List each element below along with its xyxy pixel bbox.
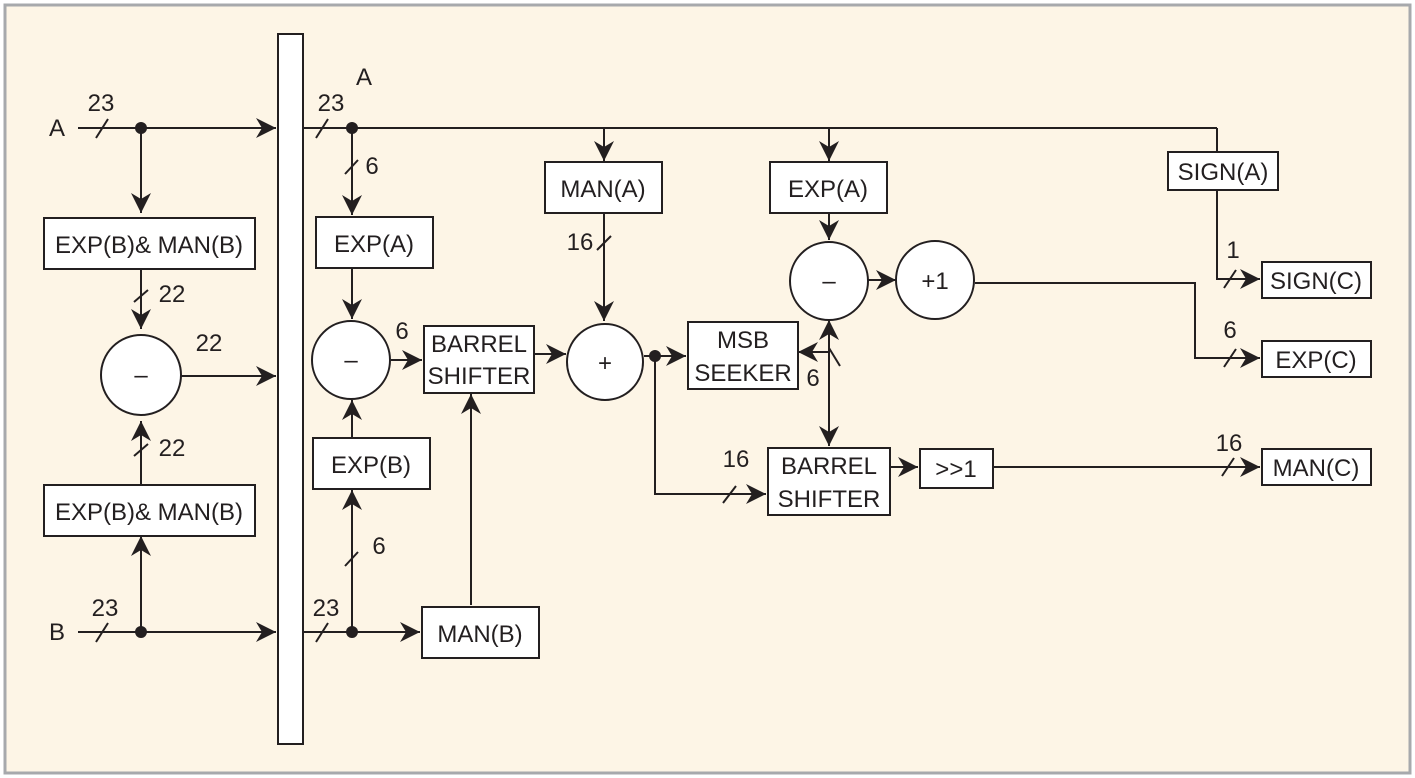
width-sub-left-out: 22 [196, 330, 223, 357]
tick-sub-bottom [133, 443, 149, 457]
barrel-shifter-2-line2: SHIFTER [778, 486, 881, 513]
bus-a-label: A [356, 64, 372, 91]
barrel-shifter-2-block [767, 447, 891, 516]
exp-b-left-block [312, 437, 431, 490]
width-shifter2-in: 16 [723, 446, 750, 473]
exp-c-label: EXP(C) [1275, 347, 1356, 374]
tick-shifter2-in [722, 485, 737, 504]
width-sub-top: 22 [159, 281, 186, 308]
subtractor-right [789, 241, 869, 321]
width-exp-c: 6 [1223, 317, 1236, 344]
man-c-output [1261, 448, 1372, 486]
tick-b-in [95, 622, 109, 643]
tick-sub-top [133, 289, 149, 303]
adder [566, 323, 644, 401]
tick-exp-b-left [344, 551, 359, 567]
input-b-label: B [49, 619, 65, 646]
tick-exp-a-left [344, 159, 359, 175]
exp-man-b-top-block [43, 217, 256, 270]
junction-adder-out [649, 350, 661, 362]
tick-exp-c [1223, 348, 1237, 368]
man-b-label: MAN(B) [437, 621, 522, 648]
wire-sign-a-to-sign-c [1216, 190, 1260, 289]
tick-bus-a [315, 118, 329, 139]
barrel-shifter-1-line1: BARREL [431, 331, 527, 358]
incrementer-symbol: +1 [921, 268, 948, 295]
exp-a-right-block [769, 161, 888, 214]
width-msb-out: 6 [806, 365, 819, 392]
sign-a-block [1167, 151, 1279, 191]
msb-seeker-block [687, 321, 799, 390]
width-bus-b: 23 [313, 595, 340, 622]
subtractor-mid [311, 320, 391, 400]
barrel-shifter-1-line2: SHIFTER [428, 363, 531, 390]
subtractor-left [100, 334, 182, 416]
width-a-in: 23 [88, 90, 115, 117]
junction-bus-b [346, 626, 358, 638]
exp-man-b-bottom-label: EXP(B)& MAN(B) [55, 499, 243, 526]
width-man-c: 16 [1216, 430, 1243, 457]
msb-seeker-line2: SEEKER [694, 360, 791, 387]
sign-c-output [1261, 261, 1372, 299]
shift-right-1-label: >>1 [935, 456, 976, 483]
input-a-label: A [49, 115, 65, 142]
man-a-block [544, 161, 663, 214]
subtractor-mid-symbol: – [344, 347, 358, 374]
junction-a [135, 122, 147, 134]
width-sign-c: 1 [1226, 237, 1239, 264]
barrel-shifter-1-block [423, 325, 535, 394]
width-b-in: 23 [92, 595, 119, 622]
exp-a-left-block [315, 216, 434, 269]
subtractor-left-symbol: – [134, 362, 148, 389]
junctions [135, 122, 661, 638]
wire-inc-to-exp-c [975, 282, 1260, 368]
barrel-shifter-2-line1: BARREL [781, 453, 877, 480]
incrementer [895, 240, 975, 320]
junction-bus-a [346, 122, 358, 134]
sign-a-label: SIGN(A) [1178, 159, 1269, 186]
tick-man-a [596, 235, 612, 251]
tick-man-c [1221, 457, 1235, 477]
wire-msb-link [828, 347, 841, 367]
shift-right-1-block [919, 448, 994, 489]
exp-a-left-label: EXP(A) [334, 231, 414, 258]
sign-c-label: SIGN(C) [1270, 268, 1362, 295]
width-man-a: 16 [567, 229, 594, 256]
width-exp-a-left: 6 [365, 153, 378, 180]
tick-a-in [95, 118, 109, 139]
man-a-label: MAN(A) [560, 176, 645, 203]
junction-b [135, 626, 147, 638]
width-ticks [95, 118, 1237, 643]
width-sub-mid-out: 6 [395, 318, 408, 345]
width-exp-b-left: 6 [372, 533, 385, 560]
width-sub-bottom: 22 [159, 435, 186, 462]
man-c-label: MAN(C) [1273, 455, 1360, 482]
tick-sign-c [1223, 269, 1237, 289]
swap-bus [277, 33, 304, 745]
width-bus-a: 23 [318, 90, 345, 117]
man-b-block [421, 606, 540, 659]
exp-a-right-label: EXP(A) [788, 176, 868, 203]
subtractor-right-symbol: – [822, 268, 836, 295]
msb-seeker-line1: MSB [717, 327, 769, 354]
exp-man-b-bottom-block [43, 484, 256, 537]
tick-bus-b [315, 622, 329, 643]
exp-man-b-top-label: EXP(B)& MAN(B) [55, 232, 243, 259]
exp-b-left-label: EXP(B) [331, 452, 411, 479]
adder-symbol: + [598, 350, 612, 377]
exp-c-output [1261, 340, 1372, 378]
